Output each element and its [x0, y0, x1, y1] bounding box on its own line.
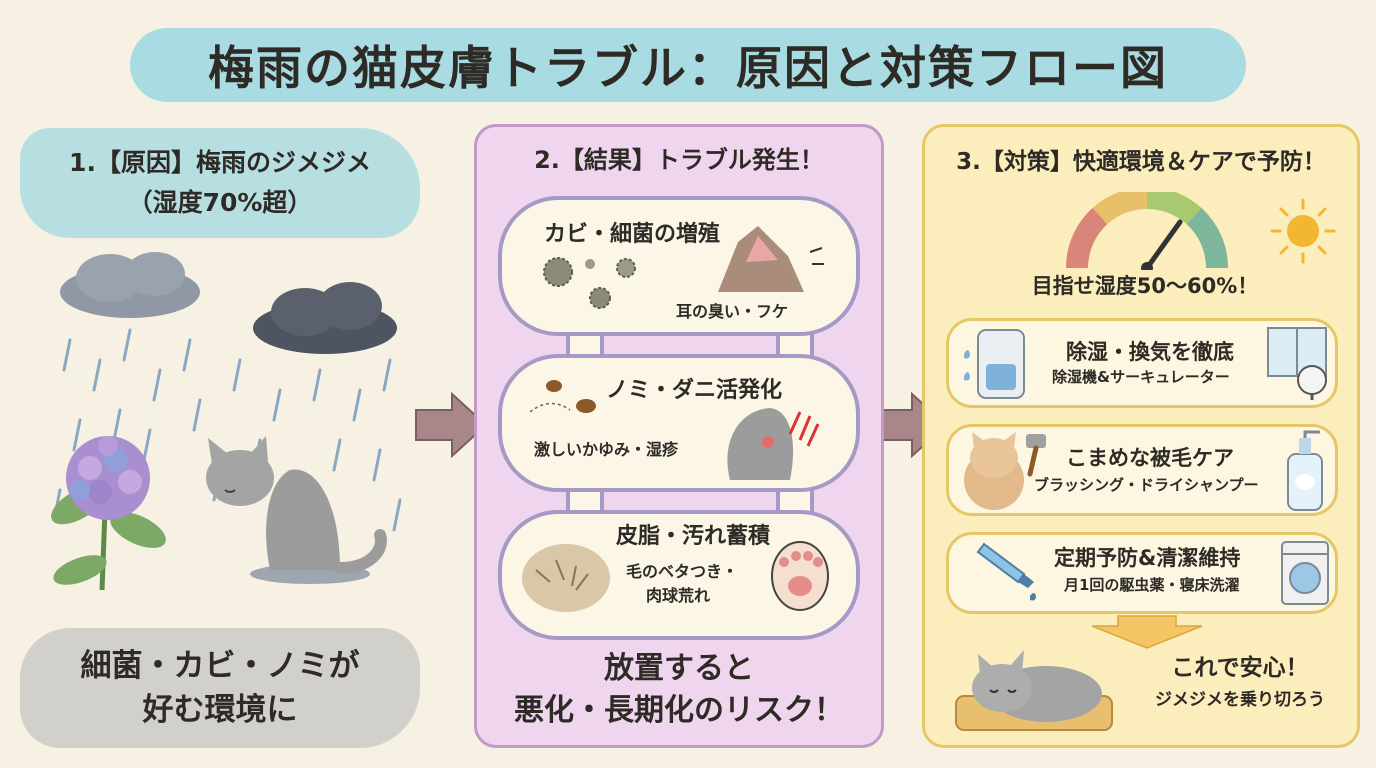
down-arrow-icon — [1091, 615, 1203, 649]
fan-icon — [1297, 365, 1327, 400]
sleeping-cat-icon — [955, 650, 1113, 731]
scratching-cat-icon — [727, 408, 820, 480]
flea-icon — [530, 380, 596, 413]
result-heading: 2.【結果】トラブル発生！ — [534, 146, 824, 174]
result-footer-line1: 放置すると — [604, 651, 754, 686]
safe-message-line2: ジメジメを乗り切ろう — [1155, 690, 1325, 710]
result-item-flea — [498, 354, 860, 492]
result-item-flea-sub: 激しいかゆみ・湿疹 — [534, 440, 679, 459]
mold-icon — [543, 257, 636, 309]
safe-message-line1: これで安心！ — [1171, 655, 1309, 681]
shampoo-icon — [1287, 430, 1323, 511]
result-item-sebum-sub1: 毛のベタつき・ — [626, 562, 739, 581]
hydrangea-icon — [51, 436, 166, 591]
fur-icon — [522, 544, 610, 612]
result-item-flea-title: ノミ・ダニ活発化 — [606, 378, 783, 403]
flow-arrow-1-icon — [415, 391, 488, 459]
cause-heading-line2: （湿度70%超） — [127, 188, 313, 217]
cause-heading: 1.【原因】梅雨のジメジメ （湿度70%超） — [20, 128, 420, 238]
humidity-target: 目指せ湿度50〜60%！ — [1031, 274, 1259, 298]
brush-icon — [1026, 434, 1046, 477]
page-title: 梅雨の猫皮膚トラブル：原因と対策フロー図 — [208, 41, 1168, 95]
cause-heading-line1: 1.【原因】梅雨のジメジメ — [69, 148, 371, 177]
result-item-sebum-title: 皮脂・汚れ蓄積 — [616, 524, 771, 549]
result-item-sebum-sub2: 肉球荒れ — [646, 586, 711, 605]
countermeasure-item-prevention-sub: 月1回の駆虫薬・寝床洗濯 — [1064, 576, 1240, 594]
safe-message: これで安心！ ジメジメを乗り切ろう — [1130, 650, 1350, 714]
gauge-icon — [1065, 192, 1229, 270]
countermeasure-heading: 3.【対策】快適環境＆ケアで予防！ — [956, 149, 1326, 175]
cat-icon — [206, 436, 387, 584]
cause-footer: 細菌・カビ・ノミが 好む環境に — [20, 628, 420, 748]
cat-ear-icon — [718, 226, 824, 292]
cause-footer-line1: 細菌・カビ・ノミが — [80, 648, 360, 684]
countermeasure-item-dehumidify-title: 除湿・換気を徹底 — [1066, 340, 1234, 364]
long-hair-cat-icon — [964, 432, 1046, 510]
cause-footer-line2: 好む環境に — [142, 692, 298, 728]
cloud-icon — [60, 252, 200, 318]
window-icon — [1267, 327, 1327, 400]
paw-icon — [771, 541, 829, 611]
countermeasure-item-prevention-title: 定期予防&清潔維持 — [1054, 546, 1241, 570]
countermeasure-item-grooming-title: こまめな被毛ケア — [1066, 446, 1234, 470]
rainy-scene — [51, 252, 402, 591]
medicine-icon — [976, 542, 1036, 601]
result-footer: 放置すると 悪化・長期化のリスク！ — [474, 648, 884, 732]
result-footer-line2: 悪化・長期化のリスク！ — [514, 693, 844, 728]
washing-machine-icon — [1281, 541, 1329, 605]
title-banner: 梅雨の猫皮膚トラブル：原因と対策フロー図 — [130, 28, 1246, 102]
result-item-mold-title: カビ・細菌の増殖 — [544, 222, 721, 247]
dark-cloud-icon — [253, 282, 397, 354]
result-item-mold-sub: 耳の臭い・フケ — [676, 302, 789, 321]
sun-icon — [1270, 198, 1336, 264]
countermeasure-item-grooming-sub: ブラッシング・ドライシャンプー — [1034, 476, 1259, 494]
countermeasure-item-dehumidify-sub: 除湿機&サーキュレーター — [1052, 368, 1230, 386]
dehumidifier-icon — [964, 329, 1025, 399]
